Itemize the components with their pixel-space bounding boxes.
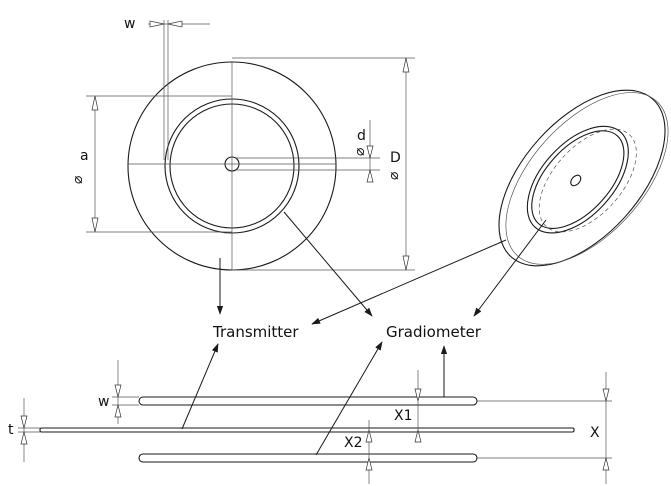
top-view: w a ⌀ d ⌀ D (70, 16, 415, 271)
diameter-symbol-D: ⌀ (386, 171, 402, 180)
diameter-symbol-a: ⌀ (70, 175, 86, 184)
iso-outer-disc (498, 89, 666, 267)
isometric-view (498, 89, 669, 267)
label-D: D (390, 150, 401, 166)
side-bottom-coil (138, 453, 478, 463)
d-dimension: d ⌀ (236, 120, 380, 183)
iso-coil-ring-inner (531, 130, 625, 229)
X1-dimension: X1 (394, 370, 422, 443)
arrow-side-disc-to-transmitter (181, 343, 219, 430)
arrow-iso-coil-to-gradiometer (473, 219, 547, 317)
diameter-symbol-d: ⌀ (352, 147, 368, 156)
w-side-dimension: w (98, 360, 139, 424)
label-d: d (357, 128, 366, 144)
iso-coil-ring-outer (526, 125, 629, 234)
label-t: t (8, 422, 14, 438)
label-gradiometer: Gradiometer (386, 323, 482, 341)
arrow-iso-disc-to-transmitter (311, 239, 507, 325)
t-dimension: t (8, 398, 40, 462)
arrow-coil-to-gradiometer (283, 211, 373, 317)
label-w-top: w (124, 16, 135, 32)
a-dimension: a ⌀ (70, 95, 232, 233)
side-top-coil (138, 396, 478, 406)
label-X: X (590, 425, 600, 441)
label-a: a (80, 148, 89, 164)
w-top-dimension: w (124, 16, 210, 160)
label-w-side: w (98, 394, 109, 410)
label-transmitter: Transmitter (212, 323, 299, 341)
label-X1: X1 (394, 408, 413, 424)
iso-center-hole (570, 174, 582, 187)
D-dimension: D ⌀ (232, 57, 415, 271)
side-view: w t X1 X2 (8, 360, 612, 484)
pointer-arrows (181, 211, 547, 456)
X-dimension: X (477, 372, 612, 484)
label-X2: X2 (344, 435, 363, 451)
side-disc (39, 427, 575, 433)
iso-coil-hidden (538, 128, 637, 233)
iso-disc-edge (505, 92, 669, 265)
X2-dimension: X2 (344, 420, 373, 484)
arrow-side-bottom-coil-to-gradiometer (315, 341, 383, 456)
